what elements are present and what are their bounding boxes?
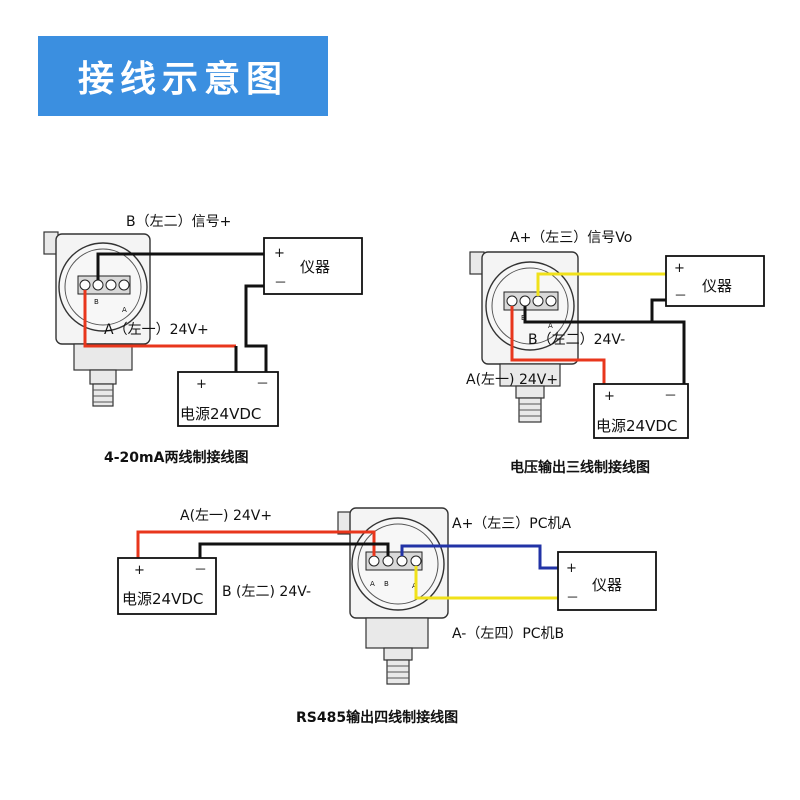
wire-24v-plus: [83, 290, 236, 348]
label-signal-plus: B（左二）信号+: [126, 214, 231, 230]
instrument-plus: +: [274, 246, 285, 261]
terminal-b-label: B: [94, 298, 99, 306]
instrument-box-1: [263, 237, 363, 295]
power-minus: －: [256, 377, 269, 392]
label-24v-plus: A（左一）24V+: [104, 322, 209, 338]
instrument-plus-2: +: [674, 261, 685, 276]
caption-three-wire: 电压输出三线制接线图: [510, 459, 650, 476]
diagram-two-wire: B A + － 仪器 + － 电源24VDC B（左二）信号+ A（左一）24V…: [43, 214, 363, 466]
instrument-minus-3: －: [566, 591, 579, 606]
page-title: 接线示意图: [77, 59, 288, 100]
label-24v-minus: B（左二）24V-: [528, 332, 625, 348]
power-plus-2: +: [604, 389, 615, 404]
diagram-four-wire: A B A + － 仪器 + － 电源24VDC A(左一) 24V+ B (左…: [117, 507, 657, 726]
terminal-a-label-3: A: [370, 580, 375, 588]
caption-four-wire: RS485输出四线制接线图: [296, 709, 458, 726]
instrument-label-3: 仪器: [592, 576, 622, 594]
instrument-plus-3: +: [566, 561, 577, 576]
instrument-minus-2: －: [674, 289, 687, 304]
instrument-box-2: [665, 255, 765, 307]
instrument-label: 仪器: [300, 258, 330, 276]
label-24v-plus-3: A(左一) 24V+: [180, 508, 272, 524]
label-24v-minus-3: B (左二) 24V-: [222, 584, 311, 600]
power-label-3: 电源24VDC: [122, 590, 203, 608]
instrument-label-2: 仪器: [702, 277, 732, 295]
caption-two-wire: 4-20mA两线制接线图: [104, 449, 248, 466]
terminal-a-label-2: A: [548, 322, 553, 330]
wire-instrument-return: [650, 298, 666, 322]
label-pc-b: A-（左四）PC机B: [452, 626, 564, 642]
wire-pc-a: [400, 544, 560, 570]
diagram-three-wire: B A + － 仪器 + － 电源24VDC A+（左三）信号Vo B（左二）2…: [466, 230, 765, 476]
power-label-2: 电源24VDC: [596, 417, 677, 435]
label-signal-vo: A+（左三）信号Vo: [510, 230, 632, 246]
wire-24v-minus: [523, 306, 686, 386]
wire-24v-plus-2: [510, 306, 606, 386]
wire-24v-plus-3: [136, 530, 376, 560]
wire-signal: [96, 252, 266, 280]
title-banner: 接线示意图: [38, 36, 328, 116]
instrument-minus: －: [274, 276, 287, 291]
power-plus: +: [196, 377, 207, 392]
power-label: 电源24VDC: [180, 405, 261, 423]
instrument-box-3: [557, 551, 657, 611]
power-box-2: [593, 383, 689, 439]
label-24v-plus-2: A(左一) 24V+: [466, 372, 558, 388]
transmitter-1: B A: [43, 231, 151, 407]
terminal-b-label-3: B: [384, 580, 389, 588]
power-box-1: [177, 371, 279, 427]
transmitter-3: A B A: [337, 507, 449, 685]
label-pc-a: A+（左三）PC机A: [452, 516, 572, 532]
power-plus-3: +: [134, 563, 145, 578]
power-box-3: [117, 557, 217, 615]
terminal-a-label: A: [122, 306, 127, 314]
wire-24v-minus-3: [198, 542, 390, 560]
power-minus-2: －: [664, 389, 677, 404]
wire-return: [244, 284, 268, 378]
wire-pc-b: [414, 566, 560, 600]
power-minus-3: －: [194, 563, 207, 578]
transmitter-2: B A: [469, 251, 579, 423]
wire-signal-vo: [536, 272, 666, 296]
